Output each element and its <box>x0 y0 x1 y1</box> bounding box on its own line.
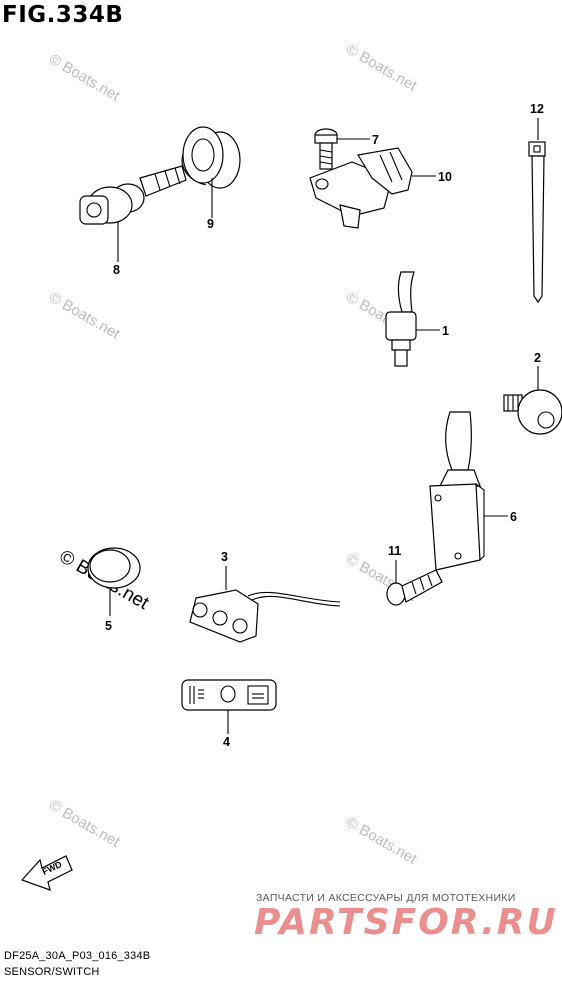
callout-5: 5 <box>105 619 112 633</box>
part-5-plug-cap[interactable]: 5 <box>87 547 141 633</box>
watermark-6: © Boats.net <box>46 797 123 851</box>
callout-1: 1 <box>442 324 449 338</box>
diagram-code: DF25A_30A_P03_016_334B <box>4 950 151 962</box>
part-8-temp-sensor[interactable]: 8 <box>79 165 187 277</box>
figure-title: FIG.334B <box>2 2 124 28</box>
callout-8: 8 <box>113 263 120 277</box>
callout-6: 6 <box>510 510 517 524</box>
part-10-map-sensor[interactable]: 10 <box>309 147 452 229</box>
part-7-bolt[interactable]: 7 <box>314 128 379 170</box>
watermark-1: © Boats.net <box>46 51 123 105</box>
callout-3: 3 <box>221 550 228 564</box>
diagram-caption: SENSOR/SWITCH <box>4 966 100 978</box>
watermark-7: © Boats.net <box>343 814 420 868</box>
callout-11: 11 <box>388 544 401 558</box>
promo-logo: PARTSFOR.RU <box>254 902 558 943</box>
part-3-switch-housing[interactable]: 3 <box>189 550 341 643</box>
watermark-3: © Boats.net <box>46 289 123 343</box>
fwd-direction-arrow: FWD <box>20 855 73 891</box>
callout-9: 9 <box>207 217 214 231</box>
promo-tagline: ЗАПЧАСТИ И АКСЕССУАРЫ ДЛЯ МОТОТЕХНИКИ <box>256 892 516 904</box>
callout-12: 12 <box>530 102 544 116</box>
part-9-grommet[interactable]: 9 <box>181 126 241 231</box>
part-2-knock-sensor[interactable]: 2 <box>503 351 562 435</box>
part-1-sensor[interactable]: 1 <box>385 271 449 367</box>
callout-2: 2 <box>534 351 541 365</box>
part-4-label[interactable]: 4 <box>181 679 277 749</box>
part-12-cable-tie[interactable]: 12 <box>528 102 546 304</box>
callout-4: 4 <box>223 735 230 749</box>
callout-7: 7 <box>372 133 379 147</box>
part-11-bolt[interactable]: 11 <box>386 544 443 606</box>
watermark-2: © Boats.net <box>343 41 420 95</box>
part-6-switch-block[interactable]: 6 <box>429 411 517 571</box>
callout-10: 10 <box>438 170 452 184</box>
